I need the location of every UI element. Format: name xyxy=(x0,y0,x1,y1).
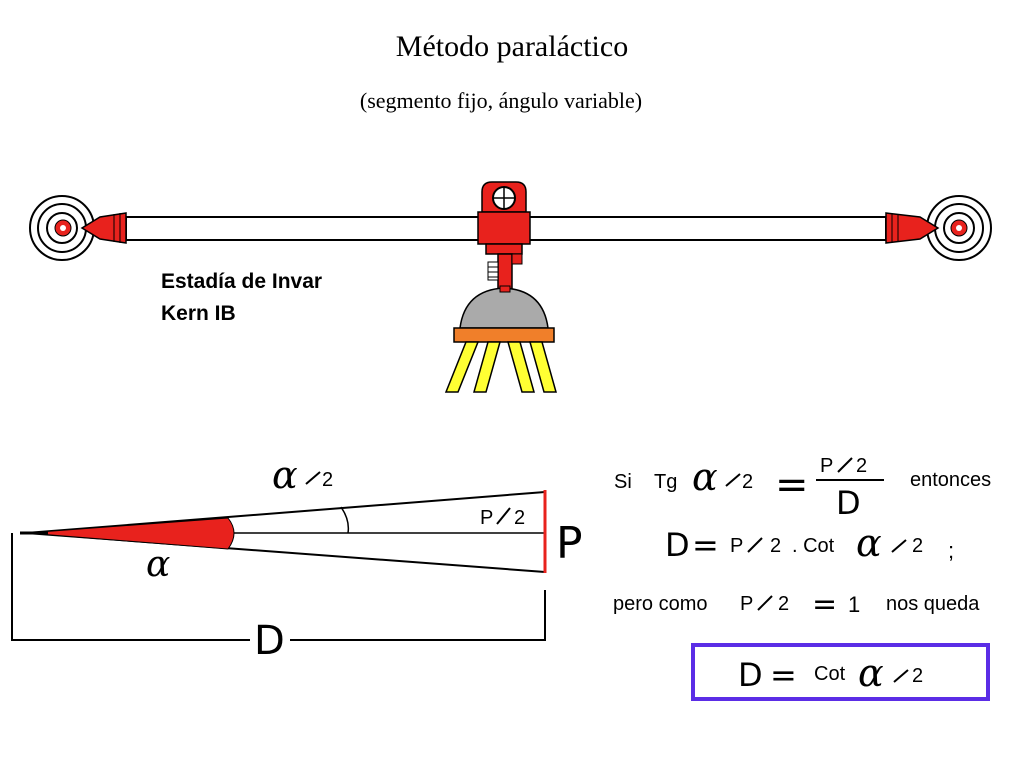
eq1-den: 2 xyxy=(742,471,753,493)
tripod-head xyxy=(453,285,555,343)
result-equals: = xyxy=(770,656,797,694)
eq1-tg: Tg xyxy=(654,471,677,493)
eq3-den: 2 xyxy=(778,593,789,615)
left-cone xyxy=(80,212,127,244)
result-box xyxy=(691,643,990,701)
eq2-semicolon: ; xyxy=(948,538,954,563)
base-label: P xyxy=(556,518,583,569)
eq3-p: P xyxy=(740,593,753,615)
eq1-alpha: α xyxy=(692,455,718,499)
eq1-frac-p-den: 2 xyxy=(856,455,867,477)
instrument-name-line2: Kern IB xyxy=(161,302,236,325)
eq1-si: Si xyxy=(614,471,632,493)
right-cone xyxy=(885,212,940,244)
instrument-name-line1: Estadía de Invar xyxy=(161,270,322,293)
page-title: Método paraláctico xyxy=(395,30,629,63)
eq3-equals: = xyxy=(812,587,837,622)
half-angle-alpha: α xyxy=(272,453,298,497)
result-cot: Cot xyxy=(814,663,846,685)
eq2-den2: 2 xyxy=(912,535,923,557)
eq1-entonces: entonces xyxy=(910,469,991,491)
page-subtitle: (segmento fijo, ángulo variable) xyxy=(359,88,643,113)
eq2-den: 2 xyxy=(770,535,781,557)
eq3-one: 1 xyxy=(848,592,860,617)
sight-head xyxy=(477,181,531,291)
eq2-equals: = xyxy=(692,526,719,564)
equations: Si Tg α 2 = P 2 D entonces D = P 2 . Cot… xyxy=(613,455,991,701)
alpha-wedge xyxy=(25,517,235,550)
eq1-frac-d: D xyxy=(836,484,861,522)
result-den: 2 xyxy=(912,665,923,687)
eq3-text: pero como xyxy=(613,593,708,615)
eq2-cot: . Cot xyxy=(792,535,835,557)
geometry-diagram: α 2 α P 2 P D xyxy=(11,453,583,664)
eq2-alpha: α xyxy=(856,521,882,565)
result-d: D xyxy=(738,656,763,694)
half-base-den: 2 xyxy=(514,507,525,529)
eq2-p: P xyxy=(730,535,743,557)
invar-bar-illustration: Estadía de Invar Kern IB xyxy=(29,181,992,393)
distance-label: D xyxy=(254,618,285,664)
half-angle-den: 2 xyxy=(322,469,333,491)
half-angle-arc xyxy=(340,506,350,534)
half-base-p: P xyxy=(480,507,493,529)
tripod-legs xyxy=(444,341,557,393)
alpha-label: α xyxy=(146,544,170,585)
distance-dimension xyxy=(11,533,250,641)
result-alpha: α xyxy=(858,651,884,695)
eq3-tail: nos queda xyxy=(886,593,980,615)
eq1-equals: = xyxy=(775,462,809,508)
eq1-frac-p: P xyxy=(820,455,833,477)
eq2-d: D xyxy=(665,526,690,564)
